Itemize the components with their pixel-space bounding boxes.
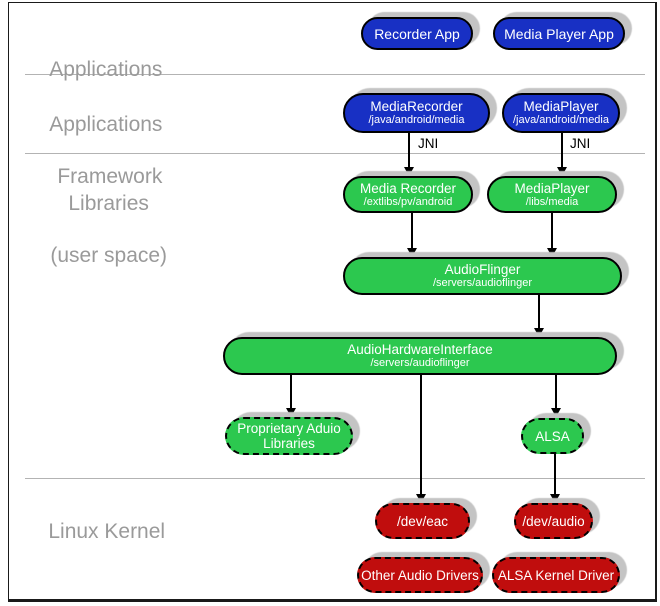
layer-label-text: (user space) [50,244,168,267]
node-title: Proprietary Aduio [237,421,341,436]
layer-label-text: Framework [57,165,163,188]
node-title: ALSA Kernel Driver [497,567,615,583]
edge-label-text: JNI [418,136,439,151]
layer-label-applications: Applications [27,31,162,109]
connector-ahi-to-alsa [555,375,557,410]
diagram-border [8,2,657,602]
arrowhead-icon [416,494,426,503]
node-title: Media Player App [504,25,614,42]
node-subtitle: /extlibs/pv/android [363,195,453,208]
arrowhead-icon [407,248,417,257]
arrowhead-icon [547,248,557,257]
layer-label-text: Libraries [68,192,149,215]
node-subtitle: /servers/audioflinger [370,357,470,369]
node-title: Other Audio Drivers [361,567,479,583]
node-media-recorder-lib: Media Recorder /extlibs/pv/android [343,176,473,213]
node-mediarecorder-framework: MediaRecorder /java/android/media [343,93,490,133]
node-title: AudioFlinger [444,262,521,277]
node-media-player-app: Media Player App [493,17,625,50]
arrowhead-icon [534,328,544,337]
node-proprietary-audio-libraries: Proprietary Aduio Libraries [225,417,353,455]
node-alsa-kernel-driver: ALSA Kernel Driver [492,557,620,593]
node-dev-eac: /dev/eac [375,503,470,539]
layer-label-text: Applications [49,58,163,81]
node-audioflinger: AudioFlinger /servers/audioflinger [343,257,622,295]
connector-mediarecorder-jni [408,133,410,169]
edge-label-jni-right: JNI [570,136,590,151]
arrowhead-icon [286,408,296,417]
edge-label-jni-left: JNI [418,136,438,151]
arrowhead-icon [557,167,567,176]
arrowhead-icon [551,408,561,417]
arrowhead-icon [404,167,414,176]
layer-label-text: Linux Kernel [48,520,166,543]
node-title: /dev/eac [396,513,449,529]
connector-player-to-audioflinger [551,213,553,249]
node-title: MediaPlayer [523,99,599,114]
node-title: Recorder App [374,25,460,42]
node-alsa: ALSA [521,418,584,454]
connector-recorder-to-audioflinger [411,213,413,249]
node-title: Libraries [263,436,315,451]
node-subtitle: /libs/media [525,195,579,208]
node-title: /dev/audio [522,513,585,529]
node-title: AudioHardwareInterface [347,342,493,357]
divider-libraries-kernel [25,478,645,479]
edge-label-text: JNI [570,136,591,151]
node-title: Media Recorder [359,180,457,196]
layer-label-text: Applications [49,113,163,136]
node-title: MediaRecorder [370,99,463,114]
connector-alsa-to-dev-audio [554,454,556,496]
node-subtitle: /servers/audioflinger [432,277,533,289]
connector-mediaplayer-jni [561,133,563,169]
node-other-audio-drivers: Other Audio Drivers [357,557,483,593]
node-dev-audio: /dev/audio [514,503,593,539]
node-subtitle: /java/android/media [512,114,609,126]
layer-label-libraries: Libraries (user space) [27,165,167,295]
node-recorder-app: Recorder App [361,17,473,50]
divider-applications-framework [25,74,645,75]
node-title: MediaPlayer [514,180,590,196]
divider-framework-libraries [25,153,645,154]
layer-label-applications-framework: Applications Framework [27,86,162,216]
connector-ahi-to-dev-eac [420,375,422,496]
node-mediaplayer-framework: MediaPlayer /java/android/media [502,93,620,133]
node-audiohardwareinterface: AudioHardwareInterface /servers/audiofli… [223,337,617,375]
connector-audioflinger-to-ahi [538,295,540,329]
node-mediaplayer-lib: MediaPlayer /libs/media [487,176,617,213]
node-title: ALSA [535,428,570,444]
node-subtitle: /java/android/media [368,114,465,126]
layer-label-linux-kernel: Linux Kernel [25,493,165,571]
arrowhead-icon [550,494,560,503]
connector-ahi-to-proprietary [290,375,292,410]
